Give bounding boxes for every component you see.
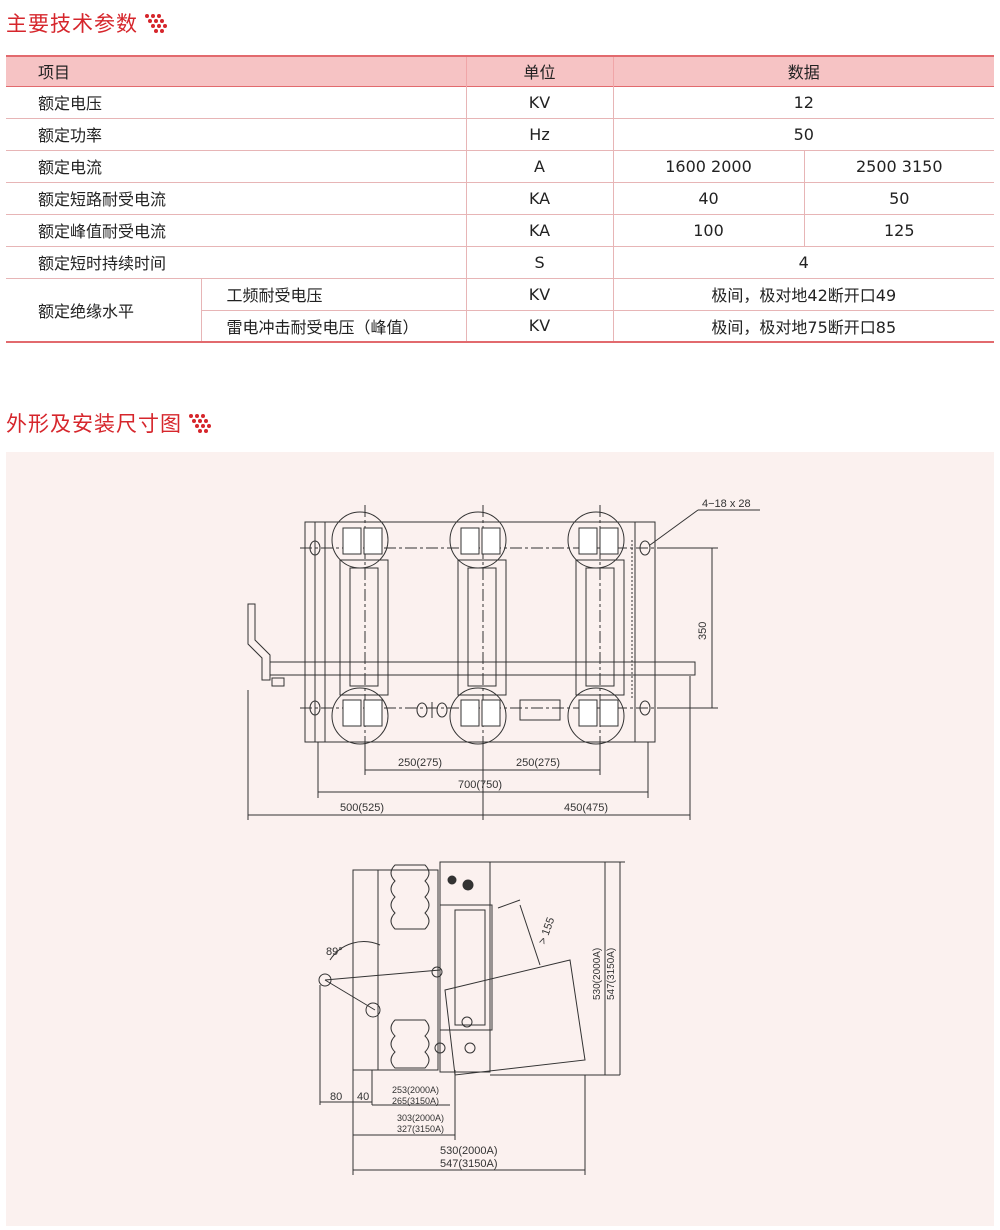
drawing-area: 4−18 x 28 350 250(275) 250(275) 700(750)… bbox=[6, 452, 994, 1226]
section-title-text: 外形及安装尺寸图 bbox=[6, 412, 182, 436]
dim-angle: 89° bbox=[326, 946, 343, 958]
cell-item: 额定电流 bbox=[38, 158, 103, 177]
dim-80: 80 bbox=[330, 1091, 342, 1103]
cell-value: 极间，极对地42断开口49 bbox=[711, 286, 897, 305]
cell-value: 50 bbox=[793, 124, 814, 144]
dim-250a: 250(275) bbox=[398, 757, 442, 769]
section-title-text: 主要技术参数 bbox=[6, 12, 138, 36]
cell-value: 12 bbox=[793, 92, 814, 112]
dim-303: 303(2000A) bbox=[397, 1113, 444, 1123]
cell-unit: KA bbox=[465, 214, 614, 246]
cell-value-a: 40 bbox=[613, 182, 805, 214]
dim-40: 40 bbox=[357, 1091, 369, 1103]
table-row: 额定峰值耐受电流 KA 100 125 bbox=[6, 214, 995, 246]
cell-item-insulation: 额定绝缘水平 bbox=[38, 301, 135, 321]
params-table-wrap: 项目 单位 数据 额定电压 KV 12 额定功率 Hz 50 额定电流 A 16… bbox=[6, 55, 995, 343]
dim-700: 700(750) bbox=[458, 779, 502, 791]
cell-unit: S bbox=[465, 246, 614, 278]
params-table: 项目 单位 数据 额定电压 KV 12 额定功率 Hz 50 额定电流 A 16… bbox=[6, 55, 995, 343]
section-title-params: 主要技术参数 bbox=[6, 8, 170, 38]
table-row: 额定短路耐受电流 KA 40 50 bbox=[6, 182, 995, 214]
table-row: 额定短时持续时间 S 4 bbox=[6, 246, 995, 278]
cell-value-a: 1600 2000 bbox=[613, 150, 805, 182]
cell-item: 额定峰值耐受电流 bbox=[38, 222, 167, 241]
dim-547h: 547(3150A) bbox=[440, 1158, 498, 1170]
table-row: 额定电流 A 1600 2000 2500 3150 bbox=[6, 150, 995, 182]
cell-item: 额定功率 bbox=[38, 126, 103, 145]
table-header-row: 项目 单位 数据 bbox=[6, 56, 995, 86]
cell-value-b: 2500 3150 bbox=[856, 156, 943, 176]
cell-item: 额定短时持续时间 bbox=[38, 254, 167, 273]
cell-item: 额定电压 bbox=[38, 94, 103, 113]
dim-265: 265(3150A) bbox=[392, 1096, 439, 1106]
cell-unit: KV bbox=[465, 310, 614, 342]
cell-unit: A bbox=[465, 150, 614, 182]
table-row: 额定电压 KV 12 bbox=[6, 86, 995, 118]
cell-value: 极间，极对地75断开口85 bbox=[711, 317, 897, 337]
cell-value-b: 125 bbox=[884, 220, 915, 240]
technical-drawing: 4−18 x 28 350 250(275) 250(275) 700(750)… bbox=[247, 498, 760, 1175]
table-row: 额定功率 Hz 50 bbox=[6, 118, 995, 150]
dots-decoration-icon bbox=[145, 14, 167, 33]
dim-253: 253(2000A) bbox=[392, 1085, 439, 1095]
dots-decoration-icon bbox=[189, 414, 211, 433]
dim-350: 350 bbox=[697, 622, 709, 640]
cell-unit: KV bbox=[465, 278, 614, 310]
cell-value-a: 100 bbox=[613, 214, 805, 246]
dim-327: 327(3150A) bbox=[397, 1124, 444, 1134]
cell-value-b: 50 bbox=[889, 188, 910, 208]
cell-value: 4 bbox=[798, 252, 809, 272]
cell-sub: 工频耐受电压 bbox=[200, 278, 467, 310]
dim-530v: 530(2000A) bbox=[592, 948, 603, 1000]
header-item: 项目 bbox=[38, 63, 71, 83]
dim-530h: 530(2000A) bbox=[440, 1145, 498, 1157]
header-data: 数据 bbox=[612, 56, 995, 86]
dim-547v: 547(3150A) bbox=[606, 948, 617, 1000]
table-row: 雷电冲击耐受电压（峰值） KV 极间，极对地75断开口85 bbox=[6, 310, 995, 342]
header-unit: 单位 bbox=[465, 56, 614, 86]
dim-500: 500(525) bbox=[340, 802, 384, 814]
section-title-drawing: 外形及安装尺寸图 bbox=[6, 408, 214, 438]
cell-unit: KA bbox=[465, 182, 614, 214]
dim-450: 450(475) bbox=[564, 802, 608, 814]
dim-250b: 250(275) bbox=[516, 757, 560, 769]
cell-unit: Hz bbox=[465, 118, 614, 150]
dim-hole-spec: 4−18 x 28 bbox=[702, 498, 751, 510]
cell-item: 额定短路耐受电流 bbox=[38, 190, 167, 209]
dim-155: > 155 bbox=[537, 916, 558, 946]
cell-sub: 雷电冲击耐受电压（峰值） bbox=[200, 310, 467, 342]
cell-unit: KV bbox=[465, 86, 614, 118]
table-row: 额定绝缘水平 工频耐受电压 KV 极间，极对地42断开口49 bbox=[6, 278, 995, 321]
